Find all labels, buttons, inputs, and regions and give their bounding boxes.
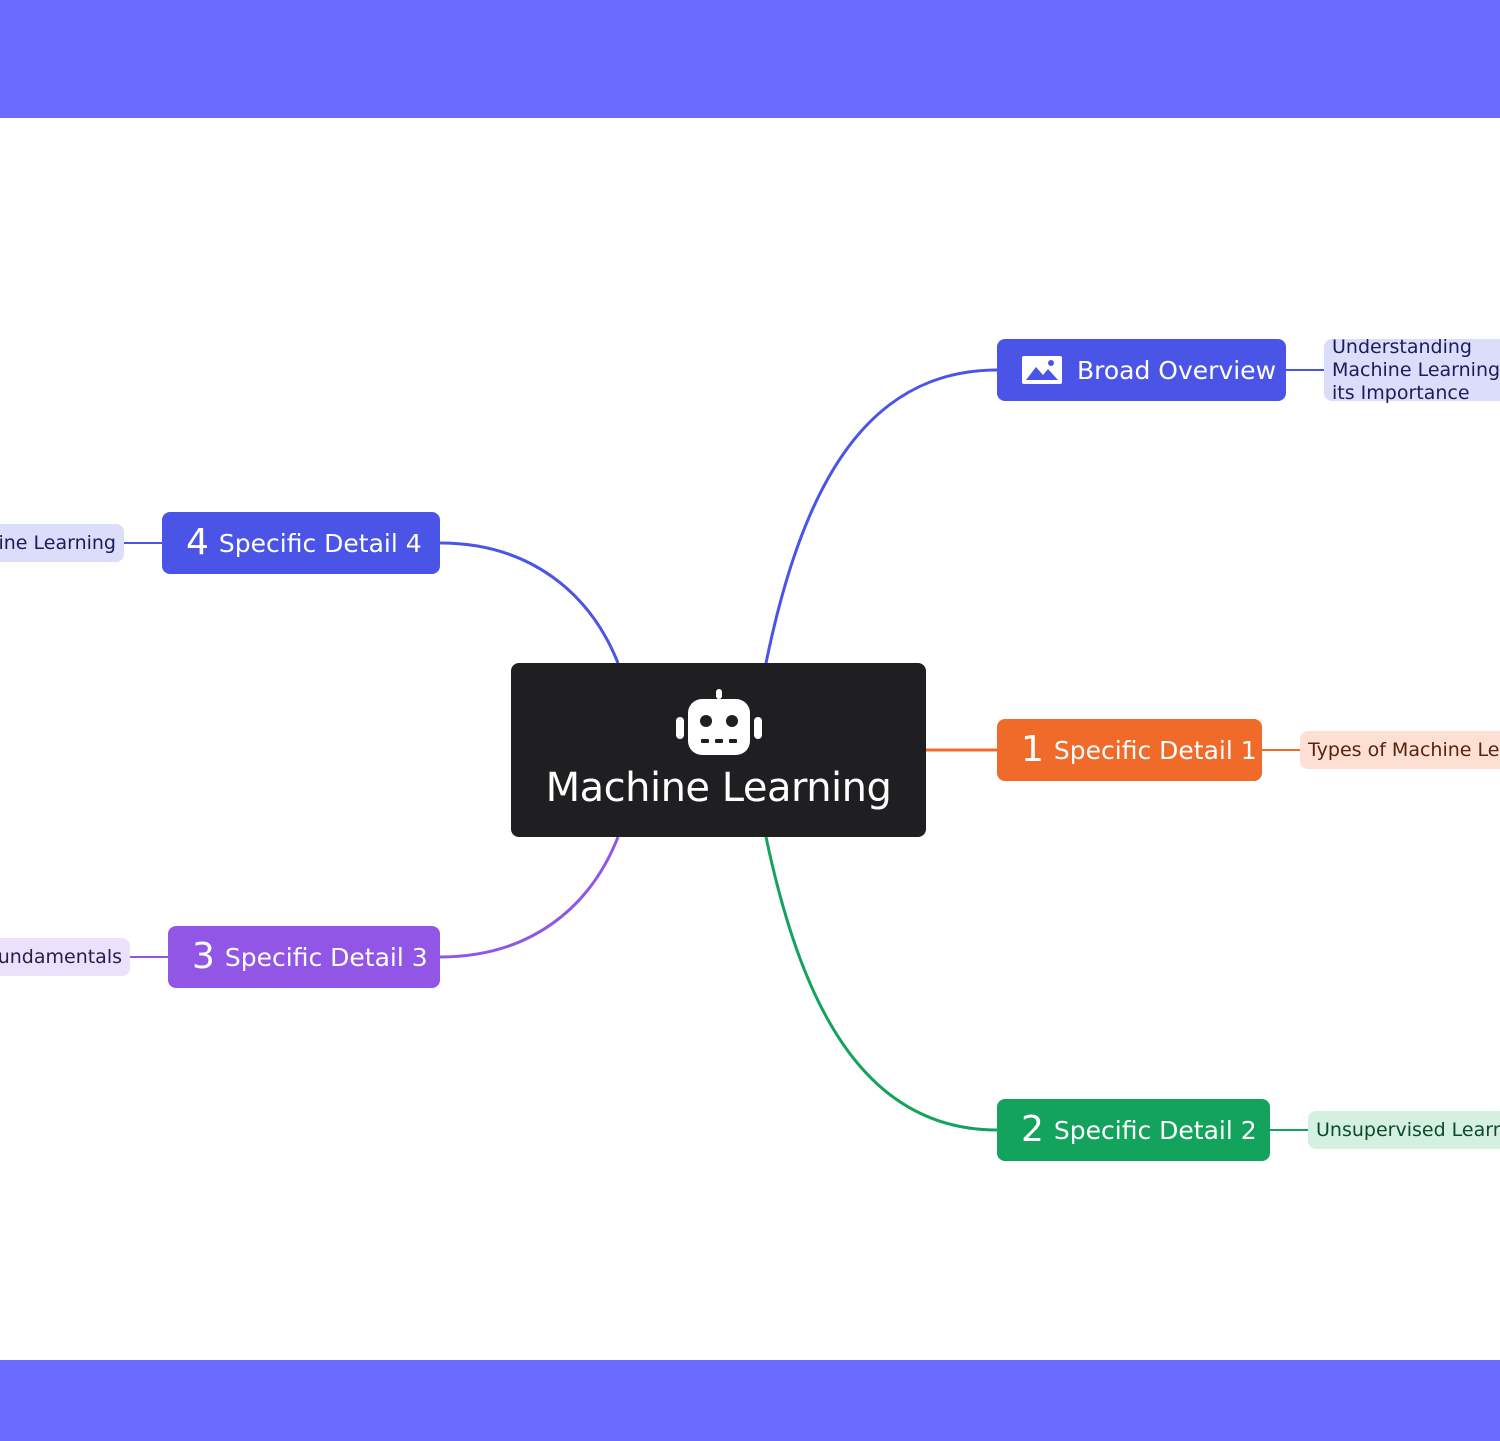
number-4: 4 — [186, 522, 209, 563]
leaf-label: Machine Learning — [0, 532, 116, 554]
top-band — [0, 0, 1500, 118]
leaf-label: Fundamentals — [0, 946, 122, 968]
branch-label: Specific Detail 3 — [224, 942, 428, 972]
branch-label: Specific Detail 1 — [1053, 735, 1257, 765]
leaf-label: Types of Machine Learning — [1308, 739, 1500, 761]
bottom-band — [0, 1360, 1500, 1441]
leaf-detail2[interactable]: Unsupervised Learning — [1308, 1111, 1500, 1149]
leaf-label: Unsupervised Learning — [1316, 1119, 1500, 1141]
branch-label: Specific Detail 2 — [1053, 1115, 1257, 1145]
mindmap-canvas: Machine Learning Broad Overview Understa… — [0, 118, 1500, 1360]
branch-specific-detail-3[interactable]: 3 Specific Detail 3 — [168, 926, 440, 988]
link-detail4 — [439, 541, 620, 664]
link-detail2 — [764, 836, 998, 1132]
root-node[interactable]: Machine Learning — [511, 663, 926, 837]
branch-broad-overview[interactable]: Broad Overview — [997, 339, 1286, 401]
leaf-detail4[interactable]: Machine Learning — [0, 524, 124, 562]
link-overview — [764, 368, 998, 664]
link-detail3 — [439, 836, 620, 959]
leaf-overview[interactable]: Understanding Machine Learning and its I… — [1324, 336, 1500, 404]
leaf-detail3[interactable]: Fundamentals — [0, 938, 130, 976]
leaf-detail1[interactable]: Types of Machine Learning — [1300, 731, 1500, 769]
number-1: 1 — [1021, 729, 1044, 770]
branch-label: Broad Overview — [1077, 355, 1277, 385]
branch-specific-detail-1[interactable]: 1 Specific Detail 1 — [997, 719, 1262, 781]
connector-lines — [124, 368, 1324, 1132]
robot-icon — [675, 689, 762, 759]
number-3: 3 — [192, 936, 215, 977]
branch-specific-detail-2[interactable]: 2 Specific Detail 2 — [997, 1099, 1270, 1161]
branch-label: Specific Detail 4 — [218, 528, 422, 558]
leaf-label: Understanding Machine Learning and its I… — [1332, 335, 1500, 404]
root-title: Machine Learning — [545, 765, 892, 811]
branch-specific-detail-4[interactable]: 4 Specific Detail 4 — [162, 512, 440, 574]
number-2: 2 — [1021, 1109, 1044, 1150]
image-icon — [1021, 355, 1063, 385]
